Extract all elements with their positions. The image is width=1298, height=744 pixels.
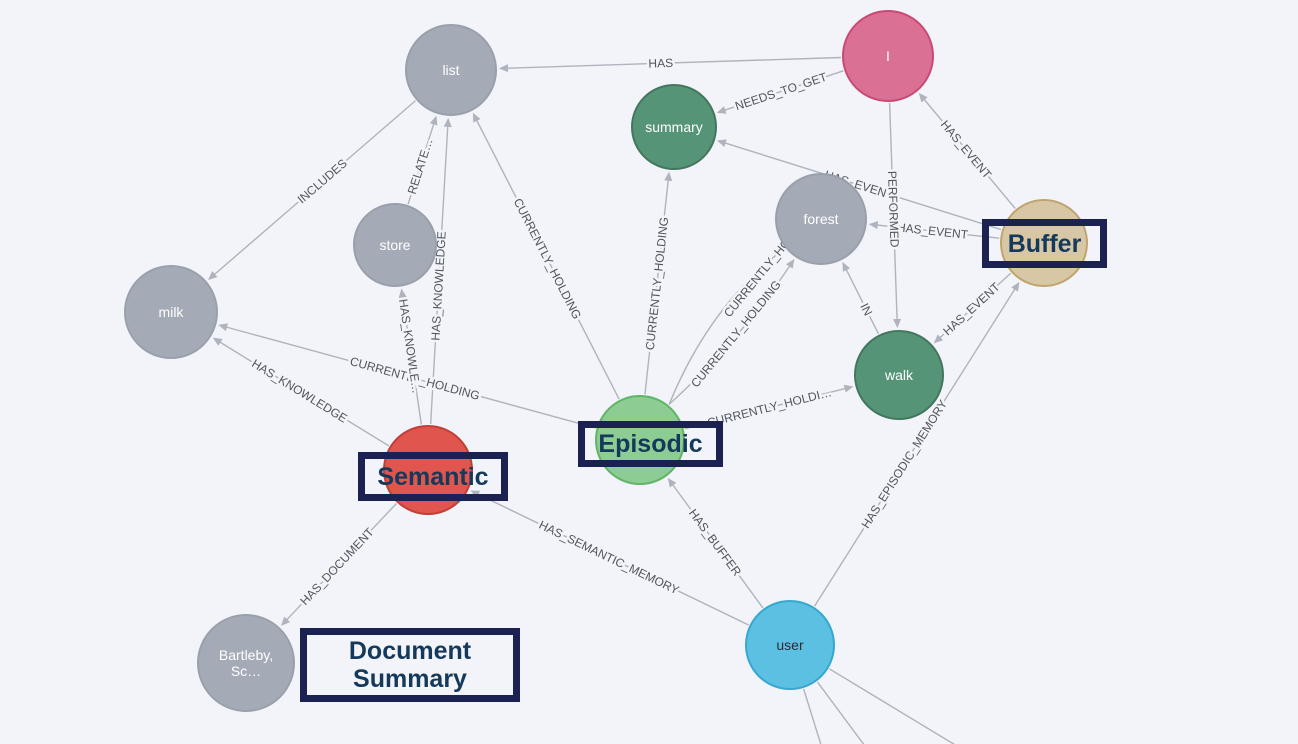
- edge-label: HAS_SEMANTIC_MEMORY: [537, 518, 682, 598]
- node-label: milk: [159, 304, 185, 320]
- graph-edge-currently_holding[interactable]: [644, 179, 669, 395]
- edge-arrowhead: [212, 337, 223, 346]
- edge-arrowhead: [472, 112, 481, 123]
- graph-edge-has_knowle…[interactable]: [401, 296, 423, 425]
- annotation-semantic: Semantic: [358, 452, 508, 501]
- annotation-buffer: Buffer: [982, 219, 1107, 268]
- edge-label: CURRENTLY_HOLDI…: [706, 385, 833, 430]
- edge-arrowhead: [774, 249, 784, 258]
- graph-node-summary[interactable]: [631, 84, 717, 170]
- edge-label: RELATE…: [405, 137, 436, 196]
- edge-arrowhead: [443, 117, 452, 128]
- graph-edge-has_event[interactable]: [724, 142, 1002, 231]
- graph-edge-offscreen[interactable]: [802, 688, 840, 744]
- annotation-episodic: Episodic: [578, 421, 723, 467]
- graph-edge-has_semantic_memory[interactable]: [477, 493, 749, 626]
- graph-node-list[interactable]: [405, 24, 497, 116]
- graph-edge-in[interactable]: [845, 268, 880, 335]
- edge-label: NEEDS_TO_GET: [733, 70, 829, 114]
- node-label: Bartleby,Sc…: [219, 647, 273, 679]
- node-label: forest: [803, 211, 838, 227]
- edge-arrowhead: [842, 261, 851, 272]
- edge-label: IN: [857, 301, 875, 318]
- graph-node-forest[interactable]: [775, 173, 867, 265]
- edge-label: HAS_DOCUMENT: [297, 525, 377, 608]
- edge-arrowhead: [664, 171, 673, 182]
- graph-node-milk[interactable]: [124, 265, 218, 359]
- edge-label: HAS_BUFFER: [686, 506, 744, 579]
- annotation-document-summary: Document Summary: [300, 628, 520, 702]
- edge-label: PERFORMED: [885, 171, 902, 248]
- edges-layer: [208, 56, 1020, 744]
- node-label: list: [442, 62, 459, 78]
- edge-label: CURRENTLY_HOLDING: [643, 216, 671, 351]
- edge-arrowhead: [429, 115, 438, 126]
- node-label: summary: [645, 119, 703, 135]
- edge-arrowhead: [208, 271, 218, 280]
- graph-edge-has_knowledge[interactable]: [429, 125, 449, 425]
- graph-edge-has_document[interactable]: [285, 502, 397, 621]
- edge-arrowhead: [933, 334, 944, 344]
- edge-arrowhead: [218, 323, 229, 332]
- graph-edge-currently_ho…[interactable]: [668, 253, 778, 405]
- graph-edge-includes[interactable]: [213, 100, 416, 276]
- graph-edge-currently_holding[interactable]: [225, 326, 596, 429]
- edge-arrowhead: [280, 616, 291, 626]
- graph-node-bartleby[interactable]: [197, 614, 295, 712]
- graph-edge-relate…[interactable]: [407, 123, 435, 205]
- graph-edge-offscreen[interactable]: [816, 681, 905, 744]
- edge-label: HAS_EVENT: [938, 118, 995, 182]
- graph-edge-currently_holding[interactable]: [475, 119, 620, 400]
- node-label: I: [886, 48, 890, 64]
- edge-arrowhead: [918, 92, 928, 103]
- edge-label: HAS_EVENT: [896, 220, 969, 242]
- graph-edge-has_buffer[interactable]: [671, 483, 764, 609]
- graph-node-user[interactable]: [745, 600, 835, 690]
- graph-edge-currently_holding[interactable]: [668, 265, 791, 405]
- edge-arrowhead: [716, 106, 727, 114]
- graph-edge-has_episodic_memory[interactable]: [813, 288, 1016, 607]
- graph-node-i[interactable]: [842, 10, 934, 102]
- edge-arrowhead: [893, 318, 902, 329]
- graph-node-store[interactable]: [353, 203, 437, 287]
- edge-label: HAS_KNOWLEDGE: [249, 356, 349, 425]
- edge-label: INCLUDES: [295, 156, 350, 206]
- graph-node-semantic[interactable]: [383, 425, 473, 515]
- graph-edge-needs_to_get[interactable]: [724, 70, 844, 111]
- node-label: walk: [884, 367, 914, 383]
- edge-arrowhead: [498, 64, 509, 73]
- graph-edge-has_event[interactable]: [876, 224, 1000, 239]
- edge-arrowhead: [786, 258, 795, 269]
- edge-arrowhead: [667, 477, 677, 488]
- graph-edge-performed[interactable]: [888, 102, 898, 321]
- edge-arrowhead: [843, 384, 854, 393]
- edge-arrowhead: [716, 139, 727, 147]
- graph-edge-offscreen[interactable]: [828, 668, 990, 744]
- edge-arrowhead: [398, 288, 407, 299]
- graph-edge-has_knowledge[interactable]: [219, 341, 390, 447]
- graph-edge-has_event[interactable]: [923, 98, 1016, 209]
- edge-arrowhead: [868, 221, 879, 230]
- graph-edge-has[interactable]: [506, 56, 842, 69]
- edge-label: CURRENTLY_HOLDING: [511, 196, 584, 321]
- graph-edge-has_event[interactable]: [939, 272, 1012, 339]
- graph-node-walk[interactable]: [854, 330, 944, 420]
- edge-arrowhead: [1011, 281, 1020, 292]
- edge-label: HAS: [648, 56, 673, 71]
- node-label: store: [379, 237, 410, 253]
- edge-label: HAS_EVENT: [940, 279, 1003, 338]
- node-label: user: [776, 637, 804, 653]
